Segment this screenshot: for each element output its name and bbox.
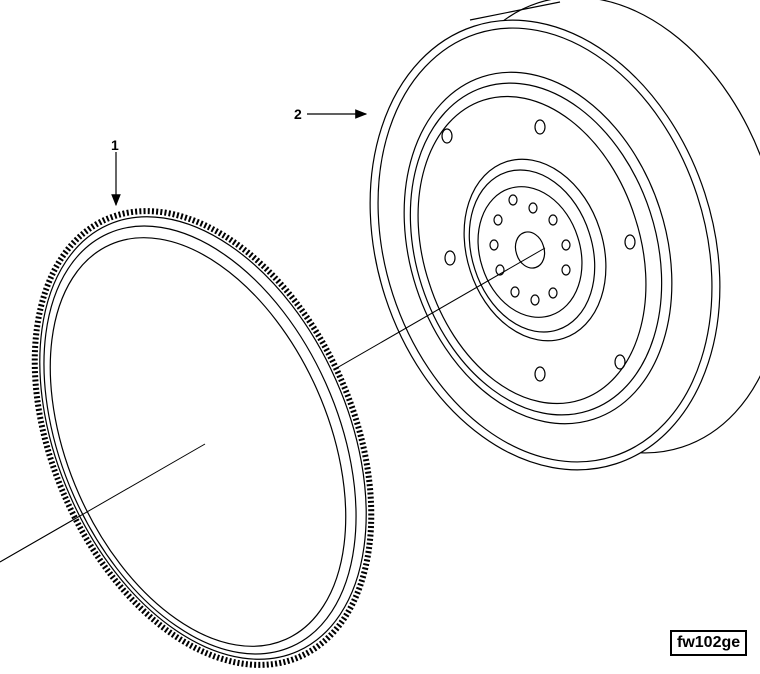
ellipse-outline <box>409 82 663 416</box>
ellipse-outline <box>477 186 583 318</box>
ring-gear <box>31 208 375 668</box>
ellipse-outline <box>403 71 673 425</box>
bolt-holes <box>441 119 636 382</box>
ellipse-outline <box>377 27 713 463</box>
figure-id-label: fw102ge <box>670 630 748 656</box>
ellipse-outline <box>417 95 647 405</box>
ellipse-outline <box>463 158 607 342</box>
ellipse-outline <box>43 225 357 655</box>
ellipse-outline <box>369 19 721 471</box>
callout-2-label: 2 <box>294 106 302 122</box>
ellipse-outline <box>514 231 546 269</box>
ellipse-outline <box>31 208 375 668</box>
ellipse-outline <box>39 216 367 660</box>
ellipse-outline <box>468 169 596 333</box>
callout-1-label: 1 <box>111 137 119 153</box>
ellipse-outline <box>49 237 347 647</box>
flywheel <box>369 0 760 471</box>
